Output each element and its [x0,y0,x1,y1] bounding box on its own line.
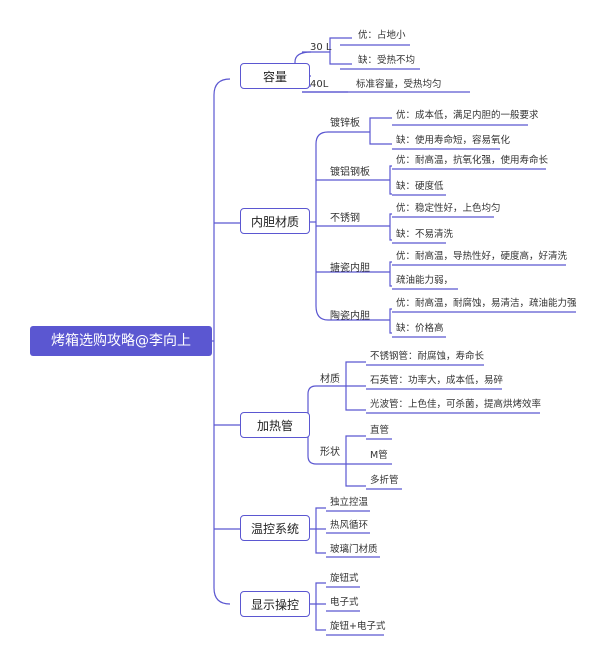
temp-independent[interactable]: 独立控温 [330,497,369,508]
liner-ceramic-con[interactable]: 缺：价格高 [396,323,444,334]
liner-galvanized[interactable]: 镀锌板 [330,118,360,129]
liner-aluminized-pro[interactable]: 优：耐高温，抗氧化强，使用寿命长 [396,155,549,166]
heating-m-tube[interactable]: M管 [370,450,388,461]
capacity-30l-pro[interactable]: 优：占地小 [358,30,406,41]
liner-aluminized[interactable]: 镀铝钢板 [330,167,370,178]
display-electronic[interactable]: 电子式 [330,597,359,608]
display-knob[interactable]: 旋钮式 [330,573,359,584]
display-knob-electronic[interactable]: 旋钮+电子式 [330,621,386,632]
node-heating-tube[interactable]: 加热管 [240,412,310,438]
liner-stainless-pro[interactable]: 优：稳定性好，上色均匀 [396,203,501,214]
heating-straight-tube[interactable]: 直管 [370,425,390,436]
heating-stainless-tube[interactable]: 不锈钢管：耐腐蚀，寿命长 [370,351,485,362]
heating-shape[interactable]: 形状 [320,447,340,458]
node-temp-control[interactable]: 温控系统 [240,515,310,541]
root-node[interactable]: 烤箱选购攻略@李向上 [30,326,212,356]
liner-galvanized-con[interactable]: 缺：使用寿命短，容易氧化 [396,135,511,146]
capacity-40l-note[interactable]: 标准容量，受热均匀 [356,79,442,90]
liner-stainless-con[interactable]: 缺：不易清洗 [396,229,454,240]
node-capacity[interactable]: 容量 [240,63,310,89]
capacity-30l-con[interactable]: 缺：受热不均 [358,55,416,66]
temp-hot-air[interactable]: 热风循环 [330,520,369,531]
liner-aluminized-con[interactable]: 缺：硬度低 [396,181,444,192]
liner-stainless[interactable]: 不锈钢 [330,213,360,224]
node-display-control[interactable]: 显示操控 [240,591,310,617]
capacity-30l[interactable]: 30 L [310,42,332,53]
heating-multifold-tube[interactable]: 多折管 [370,475,399,486]
heating-quartz-tube[interactable]: 石英管：功率大，成本低，易碎 [370,375,504,386]
liner-enamel-pro[interactable]: 优：耐高温，导热性好，硬度高，好清洗 [396,251,568,262]
capacity-40l[interactable]: 40L [310,79,329,90]
node-liner-material[interactable]: 内胆材质 [240,208,310,234]
liner-enamel-con[interactable]: 疏油能力弱， [396,275,454,286]
temp-glass-door[interactable]: 玻璃门材质 [330,544,378,555]
liner-ceramic-pro[interactable]: 优：耐高温，耐腐蚀，易清洁，疏油能力强 [396,298,577,309]
liner-ceramic[interactable]: 陶瓷内胆 [330,311,370,322]
heating-lightwave-tube[interactable]: 光波管：上色佳，可杀菌，提高烘烤效率 [370,399,542,410]
heating-material[interactable]: 材质 [320,374,340,385]
liner-enamel[interactable]: 搪瓷内胆 [330,263,370,274]
liner-galvanized-pro[interactable]: 优：成本低，满足内胆的一般要求 [396,110,539,121]
